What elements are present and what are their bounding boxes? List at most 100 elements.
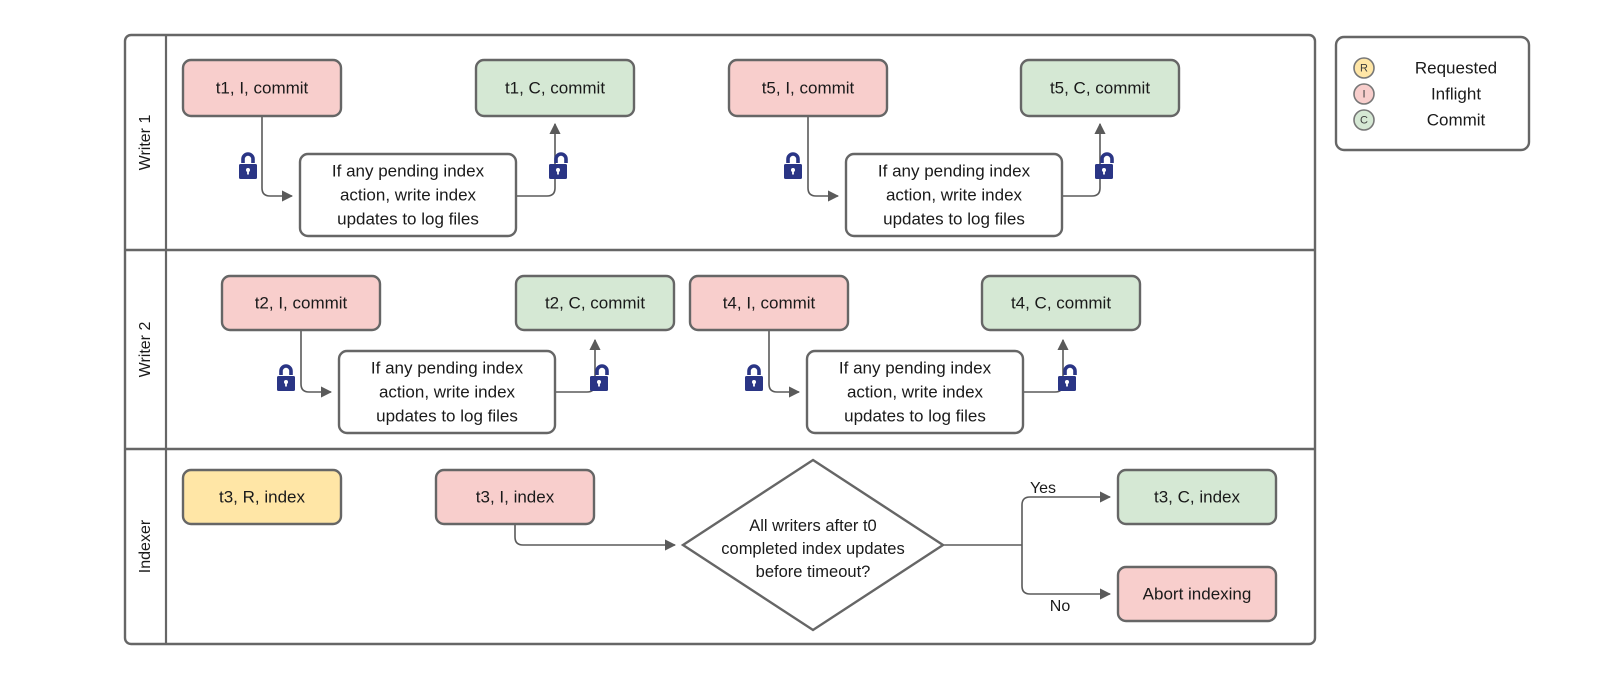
node-shape [1116,468,1278,526]
lock-closed-icon [239,152,257,179]
legend-item-commit: C Commit [1353,109,1486,131]
node-ix_t3_inflight[interactable]: t3, I, index [434,468,596,526]
node-ix_t3_commit[interactable]: t3, C, index [1116,468,1278,526]
node-label: t4, I, commit [723,294,816,313]
node-ix_t3_requested[interactable]: t3, R, index [181,468,343,526]
node-shape [220,274,382,332]
node-label: t1, I, commit [216,79,309,98]
edge-w2-t2-to-task [300,330,333,398]
node-label: action, write index [340,186,477,205]
node-shape [181,58,343,118]
node-shape [434,468,596,526]
node-shape [727,58,889,118]
lock-shackle [786,152,800,163]
lock-keyhole-stem [1103,170,1105,175]
node-shape [337,349,557,435]
legend-badge-letter: R [1360,63,1368,75]
legend-label: Requested [1415,59,1497,78]
edge-ix-branch-no [1021,545,1112,600]
edge-w1-task-to-t1commit [516,122,561,197]
lock-open-icon [1058,364,1077,391]
legend-item-requested: R Requested [1353,57,1497,79]
node-label: If any pending index [371,359,524,378]
lock-closed-icon [745,364,763,391]
node-label: t2, C, commit [545,294,645,313]
lock-shackle [1100,152,1114,163]
lock-shackle [279,364,293,375]
node-label: t4, C, commit [1011,294,1111,313]
lock-shackle [554,152,568,163]
node-w2_task_right[interactable]: If any pending index action, write index u… [805,349,1025,435]
node-w1_t1_inflight[interactable]: t1, I, commit [181,58,343,118]
edge-w1-t1-to-task [261,116,294,202]
node-shape [1116,565,1278,623]
legend-badge-letter: C [1360,115,1368,127]
node-w2_t2_inflight[interactable]: t2, I, commit [220,274,382,332]
node-w1_t5_commit[interactable]: t5, C, commit [1019,58,1181,118]
lock-keyhole-stem [792,170,794,175]
lock-keyhole-stem [285,382,287,387]
legend-border [1334,35,1531,152]
decision-text-line: completed index updates [721,540,904,558]
edge-w2-t4-to-task [768,330,801,398]
lock-keyhole-stem [598,382,600,387]
legend-label: Inflight [1431,85,1481,104]
legend-badge-icon [1353,57,1375,79]
node-label: updates to log files [376,407,518,426]
node-label: If any pending index [839,359,992,378]
legend-badge-icon [1353,109,1375,131]
edge-ix-branch-yes [1021,491,1112,545]
legend-badge-letter: I [1362,89,1365,101]
node-label: t1, C, commit [505,79,605,98]
lock-shackle [241,152,255,163]
lane-label-writer1: Writer 1 [137,115,154,171]
node-shape [805,349,1025,435]
node-ix_abort[interactable]: Abort indexing [1116,565,1278,623]
legend-item-inflight: I Inflight [1353,83,1481,105]
legend-label: Commit [1427,111,1486,130]
lock-shackle [1063,364,1077,375]
node-shape [844,152,1064,238]
lock-open-icon [590,364,609,391]
lock-keyhole-stem [247,170,249,175]
node-shape [688,274,850,332]
lock-shackle [595,364,609,375]
node-label: If any pending index [332,162,485,181]
node-w1_task_left[interactable]: If any pending index action, write index u… [298,152,518,238]
node-shape [980,274,1142,332]
edge-ix-t3inflight-to-decision [514,524,677,551]
edge-label-yes: Yes [1030,480,1056,497]
node-w2_t4_inflight[interactable]: t4, I, commit [688,274,850,332]
lane-indexer: Indexer [125,447,1315,644]
node-w2_t4_commit[interactable]: t4, C, commit [980,274,1142,332]
lock-open-icon [549,152,568,179]
node-label: If any pending index [878,162,1031,181]
lock-keyhole-stem [753,382,755,387]
decision-shape [680,458,946,632]
lock-closed-icon [277,364,295,391]
decision-text-line: All writers after t0 [749,517,876,535]
node-w2_task_left[interactable]: If any pending index action, write index u… [337,349,557,435]
connector-group-indexer: Yes No [514,480,1112,615]
lane-writer1: Writer 1 [137,35,168,250]
node-label: updates to log files [883,210,1025,229]
node-label: updates to log files [337,210,479,229]
edge-w1-t5-to-task [807,116,840,202]
node-w2_t2_commit[interactable]: t2, C, commit [514,274,676,332]
node-label: action, write index [379,383,516,402]
node-label: action, write index [886,186,1023,205]
node-w1_t5_inflight[interactable]: t5, I, commit [727,58,889,118]
lock-shackle [747,364,761,375]
node-w1_t1_commit[interactable]: t1, C, commit [474,58,636,118]
edge-w1-task-to-t5commit [1062,122,1106,197]
edge-label-no: No [1050,598,1071,615]
node-w1_task_right[interactable]: If any pending index action, write index u… [844,152,1064,238]
decision-ix_decision[interactable]: All writers after t0 completed index upda… [680,458,946,632]
node-label: t3, R, index [219,488,305,507]
node-label: updates to log files [844,407,986,426]
legend-badge-icon [1353,83,1375,105]
node-label: action, write index [847,383,984,402]
